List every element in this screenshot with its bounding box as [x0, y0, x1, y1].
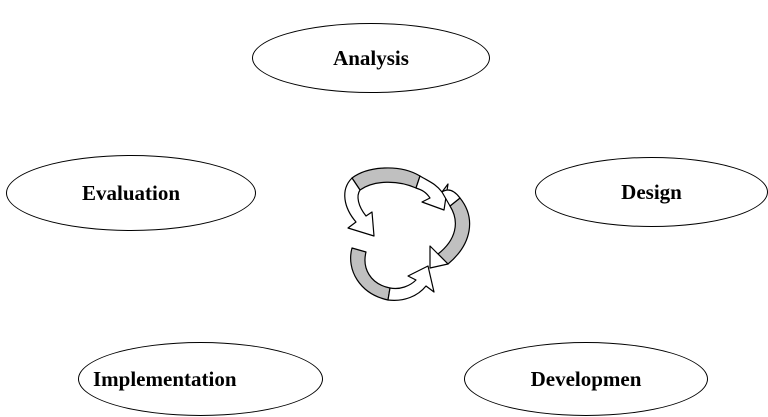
stage-evaluation: Evaluation — [6, 155, 256, 231]
stage-implementation: Implementation — [78, 342, 323, 416]
cycle-arrow-bottom — [350, 247, 435, 301]
cycle-arrow-right — [429, 189, 471, 269]
stage-label-design: Design — [621, 179, 682, 204]
stage-analysis: Analysis — [252, 23, 490, 93]
stage-label-implementation: Implementation — [93, 366, 237, 391]
stage-label-evaluation: Evaluation — [81, 180, 181, 205]
stage-design: Design — [535, 157, 768, 227]
stage-development: Developmen — [464, 342, 708, 416]
cycle-arrow-top — [344, 167, 449, 237]
stage-label-analysis: Analysis — [333, 45, 409, 70]
recycle-arrows-icon — [344, 167, 471, 301]
stage-label-development: Developmen — [530, 366, 642, 391]
